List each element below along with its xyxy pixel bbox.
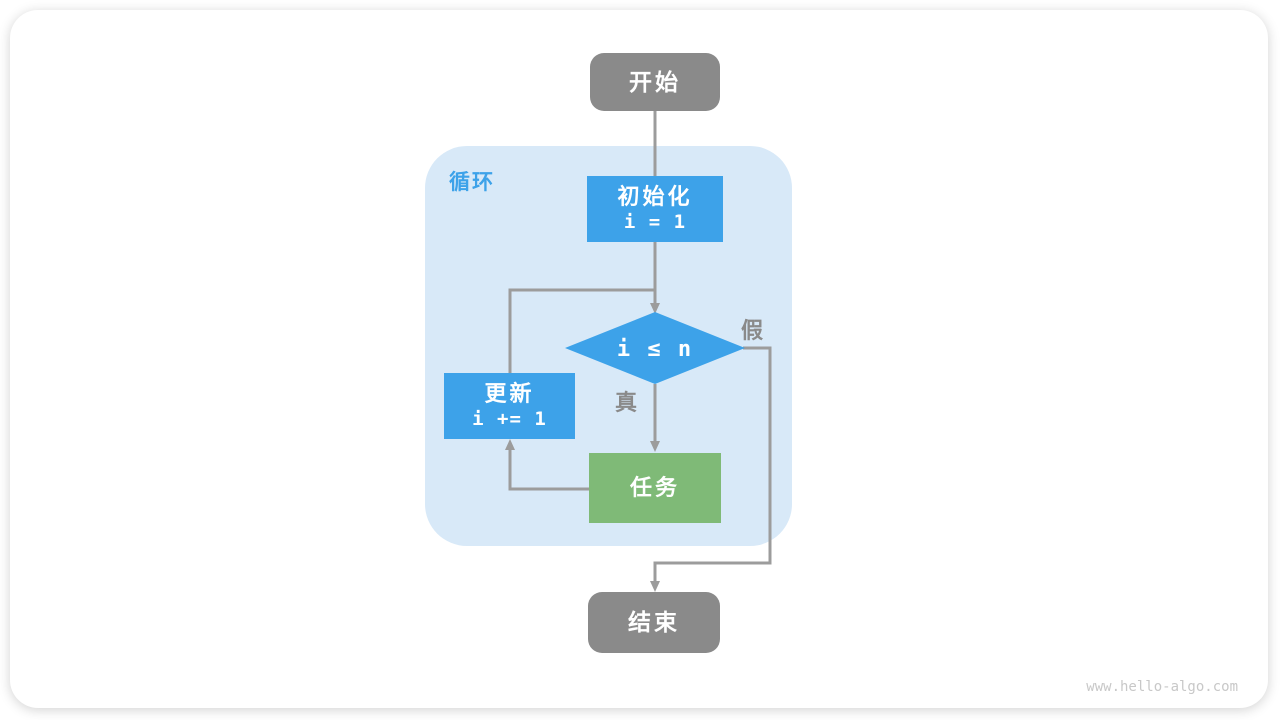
edge-task-to-update xyxy=(505,439,589,491)
watermark-url: www.hello-algo.com xyxy=(1086,679,1238,695)
edge-label-false: 假 xyxy=(741,318,764,343)
node-init: 初始化 i = 1 xyxy=(587,176,723,242)
node-condition-diamond xyxy=(565,312,745,384)
edge-label-true: 真 xyxy=(615,390,638,415)
node-condition-label: i ≤ n xyxy=(617,337,693,362)
node-init-code: i = 1 xyxy=(623,210,687,233)
node-update: 更新 i += 1 xyxy=(444,373,575,439)
node-update-code: i += 1 xyxy=(472,407,547,430)
edge-update-to-cond xyxy=(508,288,655,374)
node-task: 任务 xyxy=(589,453,721,523)
node-start-label: 开始 xyxy=(629,68,681,95)
edge-cond-to-end xyxy=(650,346,772,592)
node-task-label: 任务 xyxy=(629,475,680,501)
node-end-label: 结束 xyxy=(628,609,680,636)
node-init-label: 初始化 xyxy=(617,184,693,210)
node-update-label: 更新 xyxy=(484,381,535,407)
node-start: 开始 xyxy=(590,53,720,111)
loop-container-label: 循环 xyxy=(449,171,495,194)
node-end: 结束 xyxy=(588,592,720,653)
